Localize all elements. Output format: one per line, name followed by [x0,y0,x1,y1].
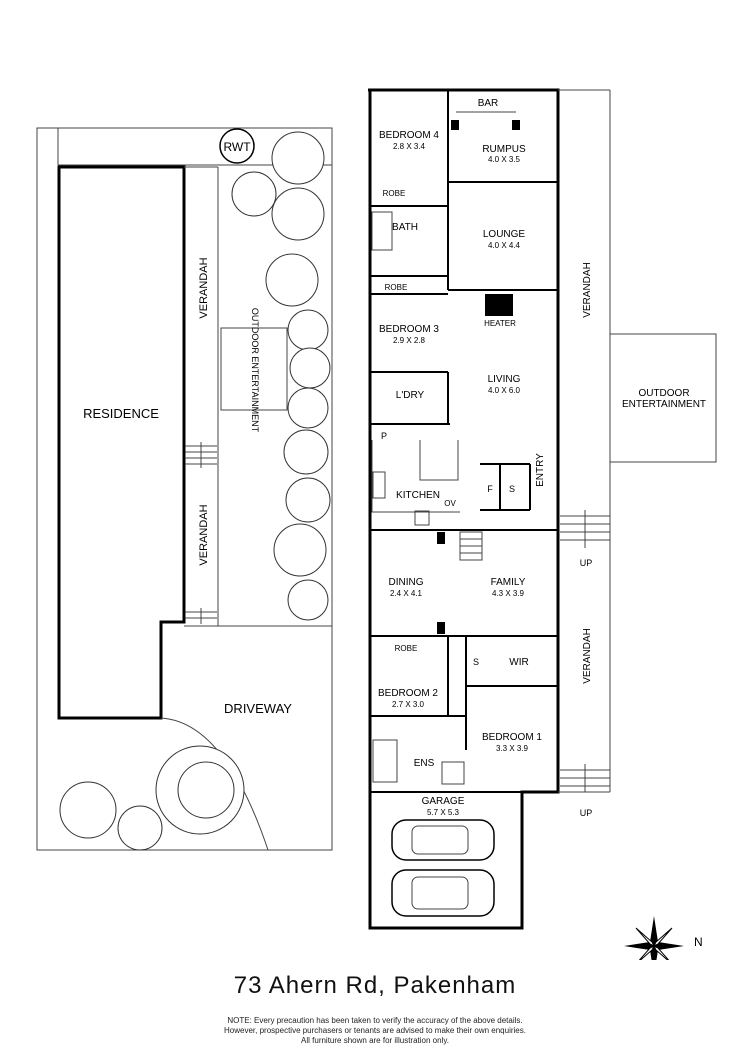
compass-icon: N [624,916,703,960]
verandah-top-label: VERANDAH [582,262,593,318]
bedroom2-size: 2.7 X 3.0 [392,700,425,709]
outdoor-entertainment-label-2: ENTERTAINMENT [622,399,706,410]
internal-walls [370,90,558,793]
robe-top-label: ROBE [383,189,406,198]
cooktop [414,510,430,526]
car-2 [391,869,495,917]
site-verandah-bottom-label: VERANDAH [198,504,210,565]
entry-label: ENTRY [535,453,546,487]
car-1 [391,819,495,861]
site-steps-1 [185,442,217,468]
ensuite-shower [441,761,465,785]
bedroom3-size: 2.9 X 2.8 [393,336,426,345]
verandah-bottom-label: VERANDAH [582,628,593,684]
tree-cluster [59,745,245,851]
garage-label: GARAGE [422,796,465,807]
disclaimer-note: NOTE: Every precaution has been taken to… [0,1016,750,1046]
laundry-label: L'DRY [396,390,425,401]
bedroom1-size: 3.3 X 3.9 [496,744,529,753]
bathtub [371,211,393,251]
disclaimer-line-2: However, prospective purchasers or tenan… [224,1026,526,1035]
rwt-label: RWT [223,140,251,154]
verandah-steps-bottom [560,764,610,792]
lot-boundary [36,127,333,851]
fridge-label: F [487,484,493,494]
disclaimer-line-1: NOTE: Every precaution has been taken to… [227,1016,523,1025]
up-top-label: UP [580,558,593,568]
kitchen-label: KITCHEN [396,490,440,501]
kitchen-bench [371,440,460,513]
house-floor-plan: BEDROOM 4 2.8 X 3.4 BAR RUMPUS 4.0 X 3.5… [368,88,717,930]
dining-size: 2.4 X 4.1 [390,589,423,598]
bedroom4-size: 2.8 X 3.4 [393,142,426,151]
residence-building [57,165,186,720]
outdoor-entertainment-label-1: OUTDOOR [638,388,689,399]
verandah-steps-top [560,510,610,548]
pantry-label: P [381,431,387,441]
bedroom3-label: BEDROOM 3 [379,324,439,335]
heater-fixture [485,294,513,316]
bedroom2-label: BEDROOM 2 [378,688,438,699]
heater-label: HEATER [484,319,516,328]
residence-label: RESIDENCE [83,406,159,421]
bath-label: BATH [392,222,418,233]
store-entry-label: S [509,484,515,494]
tree-row [231,131,331,621]
robe-b2-label: ROBE [395,644,418,653]
rainwater-tank [219,128,255,164]
site-outdoor-entertainment [220,327,288,411]
garage-size: 5.7 X 5.3 [427,808,460,817]
property-address-title: 73 Ahern Rd, Pakenham [233,972,517,999]
lounge-label: LOUNGE [483,229,526,240]
lounge-size: 4.0 X 4.4 [488,241,521,250]
living-label: LIVING [488,374,521,385]
robe-mid-label: ROBE [385,283,408,292]
family-label: FAMILY [491,577,526,588]
disclaimer-line-3: All furniture shown are for illustration… [301,1036,449,1045]
rumpus-size: 4.0 X 3.5 [488,155,521,164]
wir-label: WIR [509,657,528,668]
outdoor-entertainment-area [609,333,717,463]
bedroom4-label: BEDROOM 4 [379,130,439,141]
site-verandah-top-label: VERANDAH [198,257,210,318]
family-size: 4.3 X 3.9 [492,589,525,598]
compass-north-label: N [694,935,703,949]
store-b1-label: S [473,657,479,667]
site-plan: RESIDENCE VERANDAH VERANDAH OUTDOOR ENTE… [36,127,333,851]
oven-label: OV [444,499,456,508]
internal-steps [459,531,483,561]
bedroom1-label: BEDROOM 1 [482,732,542,743]
living-size: 4.0 X 6.0 [488,386,521,395]
bar-label: BAR [478,98,499,109]
floor-plan: RESIDENCE VERANDAH VERANDAH OUTDOOR ENTE… [36,88,717,960]
site-outdoor-label: OUTDOOR ENTERTAINMENT [250,308,260,433]
sink [372,471,386,499]
site-steps-2 [185,608,217,624]
ensuite-label: ENS [414,758,435,769]
driveway-label: DRIVEWAY [224,701,292,716]
dining-label: DINING [389,577,424,588]
up-bottom-label: UP [580,808,593,818]
ensuite-bath [372,739,398,783]
rumpus-label: RUMPUS [482,144,526,155]
